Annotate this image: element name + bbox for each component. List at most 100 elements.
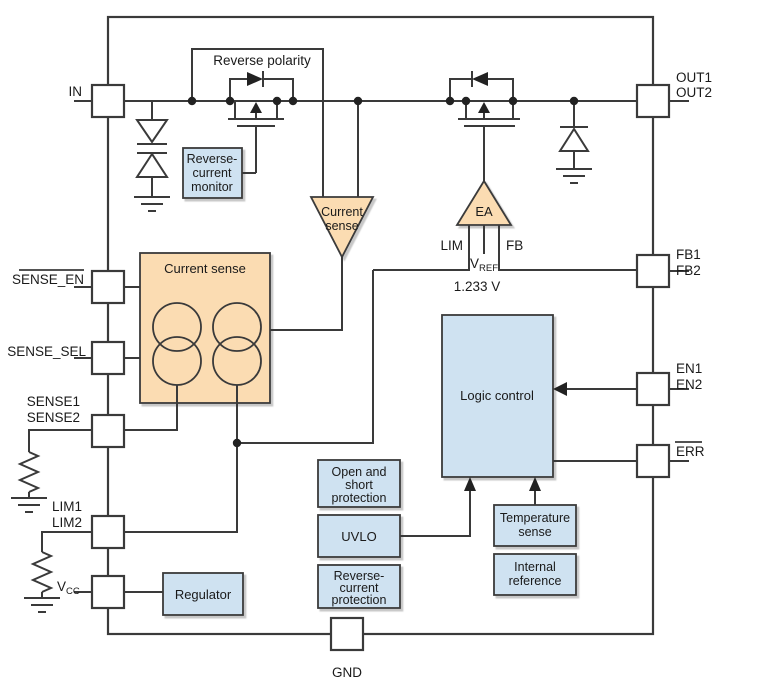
pin-labels: IN OUT1 OUT2 SENSE_EN SENSE_SEL SENSE1 S… <box>7 70 712 680</box>
arrowhead-up <box>464 477 476 491</box>
label-err: ERR <box>676 444 705 459</box>
pin-stub-wires <box>74 100 689 593</box>
label-vref-value: 1.233 V <box>454 279 501 294</box>
pin-gnd <box>329 616 365 652</box>
ground-symbol <box>556 168 592 184</box>
rev-prot-line1: Reverse- <box>334 569 385 583</box>
regulator-box <box>162 572 244 616</box>
diode-right-symbol <box>247 72 263 86</box>
input-clamp-diodes <box>134 101 170 212</box>
wire-fb-net <box>498 225 637 271</box>
junction-dot <box>272 96 282 106</box>
uvlo-box <box>317 514 401 558</box>
current-source-symbol <box>152 302 202 352</box>
label-reverse-polarity: Reverse polarity <box>213 53 311 68</box>
wire-lim-input <box>373 225 470 271</box>
junction-dot <box>225 96 235 106</box>
lim-resistor <box>24 531 92 613</box>
error-amp-wires <box>373 225 637 271</box>
pin-sense1-sense2 <box>90 413 126 449</box>
label-vref: VREF <box>470 256 498 274</box>
monitor-line3: monitor <box>191 180 233 194</box>
current-sense-amp-triangle <box>309 196 375 259</box>
resistor-zigzag <box>30 551 54 593</box>
label-logic-control: Logic control <box>460 388 534 403</box>
sense-amp-line2: sense <box>325 219 358 233</box>
ground-symbol <box>134 196 170 212</box>
current-sense-block <box>139 252 271 404</box>
block-labels: Reverse polarity Reverse- current monito… <box>164 53 570 607</box>
int-ref-line2: reference <box>509 574 562 588</box>
open-short-protection-box <box>317 459 401 508</box>
wire-current-sense-taps <box>191 48 359 197</box>
resistor-lead <box>28 429 92 452</box>
label-lim-input: LIM <box>440 238 463 253</box>
diode-left-symbol <box>472 72 488 86</box>
logic-control-box <box>441 314 554 478</box>
pin-en1-en2 <box>635 371 671 407</box>
junction-dot <box>461 96 471 106</box>
body-arrow-up <box>250 102 262 113</box>
label-vcc: VCC <box>57 579 80 597</box>
monitor-line2: current <box>193 166 232 180</box>
wire-sense1-net <box>124 385 178 431</box>
mosfet-symbol <box>458 101 520 181</box>
pin-stubs <box>74 100 689 593</box>
clamp-wires <box>560 101 588 169</box>
sense-resistor <box>11 429 92 513</box>
label-sense2: SENSE2 <box>27 410 80 425</box>
clamp-wires <box>137 101 167 197</box>
label-sense-en: SENSE_EN <box>12 272 84 287</box>
resistor-zigzag <box>17 451 41 493</box>
logic-control-wires <box>400 382 637 537</box>
label-fb-input: FB <box>506 238 523 253</box>
body-arrow-up <box>478 102 490 113</box>
junction-dots <box>187 96 579 448</box>
diode-up-symbol <box>135 152 169 178</box>
wire-uvlo <box>400 491 471 537</box>
temperature-sense-box <box>493 504 577 547</box>
output-clamp-diode <box>556 101 592 184</box>
rev-prot-line2: current <box>340 581 379 595</box>
pin-lim1-lim2 <box>90 514 126 550</box>
arrowhead-left <box>553 382 567 396</box>
reverse-current-protection-box <box>317 564 401 609</box>
junction-dot <box>232 438 242 448</box>
current-sense-box <box>139 252 271 404</box>
pin-in <box>90 83 126 119</box>
junction-dot <box>445 96 455 106</box>
sense-amp-line1: Current <box>321 205 363 219</box>
parallel-diode-wires <box>229 71 294 101</box>
current-sense-box-title: Current sense <box>164 261 246 276</box>
pin-fb1-fb2 <box>635 253 671 289</box>
output-fet-2 <box>449 71 520 181</box>
open-short-line3: protection <box>332 491 387 505</box>
current-sense-box-wires <box>124 270 374 533</box>
label-out2: OUT2 <box>676 85 712 100</box>
chip-boundary <box>106 15 655 636</box>
wire-sense-amp-output <box>270 257 343 331</box>
label-lim1: LIM1 <box>52 499 82 514</box>
label-lim2: LIM2 <box>52 515 82 530</box>
wire-lim-net <box>124 270 374 533</box>
junction-dot <box>187 96 197 106</box>
label-en2: EN2 <box>676 377 702 392</box>
int-ref-line1: Internal <box>514 560 556 574</box>
label-regulator: Regulator <box>175 587 232 602</box>
junction-dot <box>288 96 298 106</box>
wire-sense-control-inputs <box>124 286 140 359</box>
pin-vcc <box>90 574 126 610</box>
junction-dot <box>353 96 363 106</box>
reverse-polarity-fet-1 <box>228 71 294 174</box>
ground-symbol <box>11 492 47 513</box>
pin-out1-out2 <box>635 83 671 119</box>
open-short-line2: short <box>345 478 373 492</box>
label-en1: EN1 <box>676 361 702 376</box>
diode-down-symbol <box>135 119 169 144</box>
open-short-line1: Open and <box>332 465 387 479</box>
monitor-line1: Reverse- <box>187 152 238 166</box>
package-pins <box>90 83 671 652</box>
label-sense1: SENSE1 <box>27 394 80 409</box>
